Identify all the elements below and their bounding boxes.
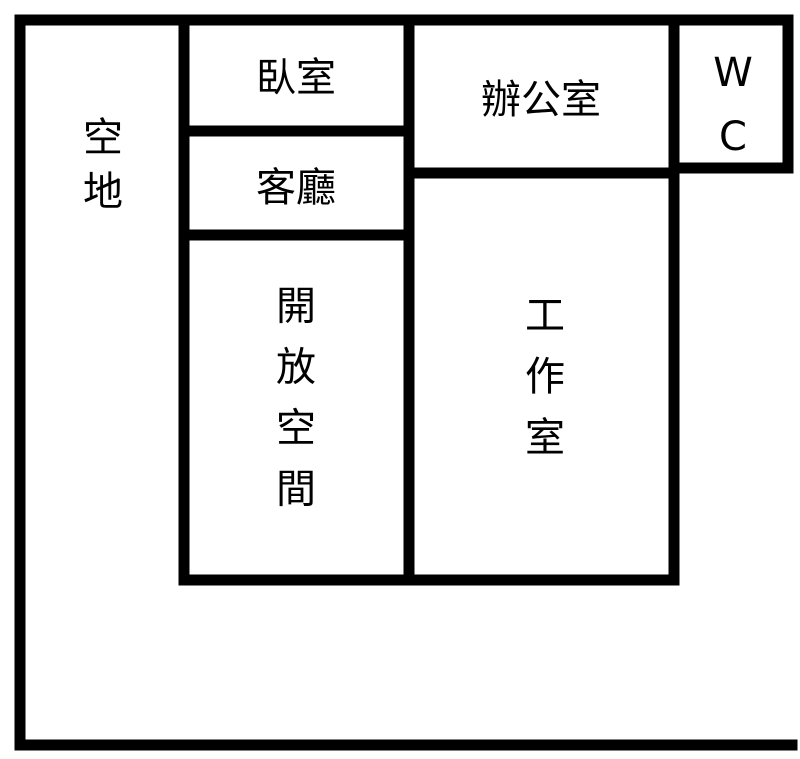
label-char: 室 — [525, 415, 565, 461]
label-char: 空 — [276, 406, 316, 452]
workshop-text: 工作室 — [525, 293, 565, 461]
label-char: 地 — [83, 169, 123, 215]
open-lot-label: 空地 — [83, 115, 123, 215]
open-space-label: 開放空間 — [276, 284, 316, 513]
label-char: 作 — [525, 354, 565, 400]
workshop-wall — [403, 167, 680, 586]
label-char: 開 — [276, 284, 316, 330]
label-char: C — [719, 114, 747, 160]
open-lot-text: 空地 — [83, 115, 123, 215]
bedroom-label: 臥室 — [256, 55, 336, 101]
label-char: 空 — [83, 115, 123, 161]
label-char: 工 — [525, 293, 565, 339]
label-char: 間 — [276, 467, 316, 513]
living-room-label: 客廳 — [256, 165, 336, 211]
open-space-text: 開放空間 — [276, 284, 316, 513]
office-label: 辦公室 — [481, 77, 601, 123]
wc-wall — [668, 14, 794, 174]
workshop-label: 工作室 — [525, 293, 565, 461]
label-char: 放 — [276, 345, 316, 391]
label-char: W — [713, 50, 753, 96]
